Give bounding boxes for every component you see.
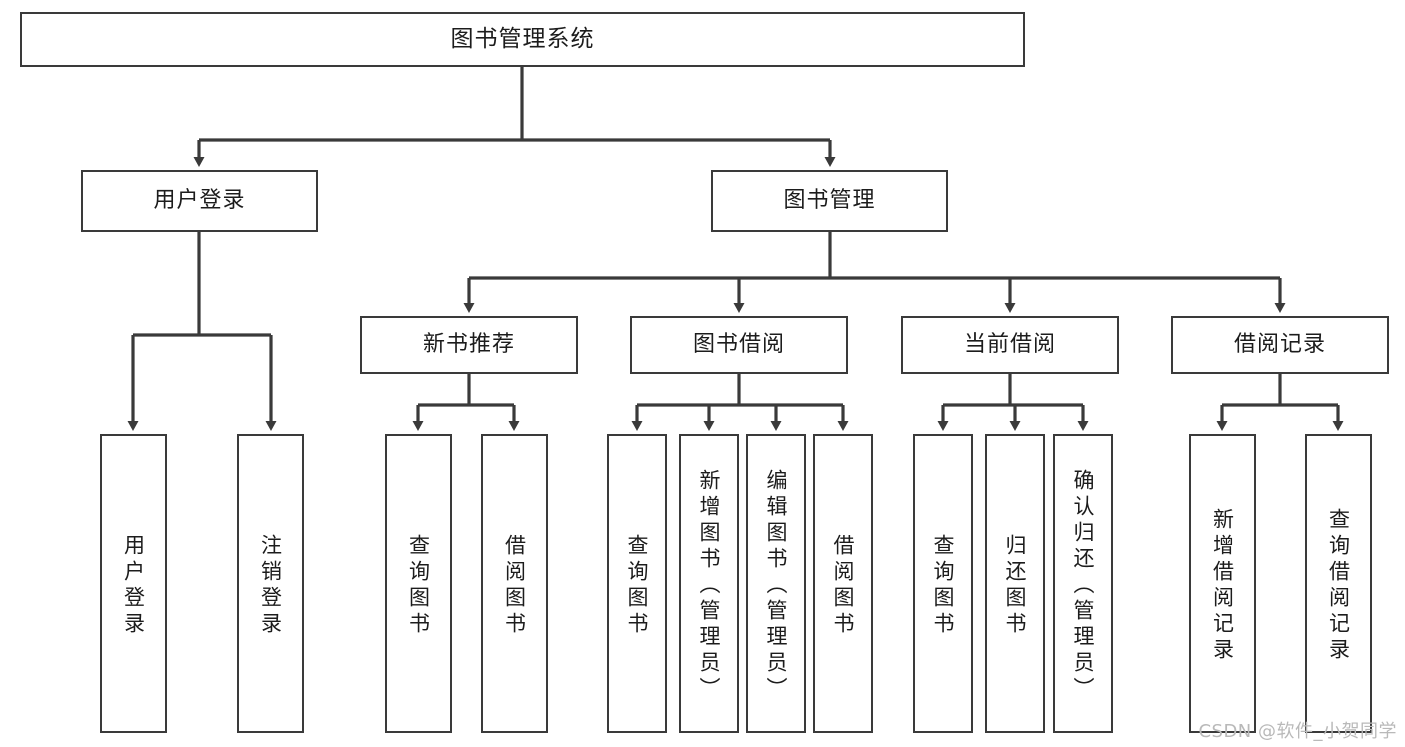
node-leaf-user-login[interactable]: 用户登录 — [100, 434, 167, 733]
node-leaf-query-book-1[interactable]: 查询图书 — [385, 434, 452, 733]
node-leaf-query-book-3[interactable]: 查询图书 — [913, 434, 973, 733]
node-borrow-record[interactable]: 借阅记录 — [1171, 316, 1389, 374]
node-borrow-record-label: 借阅记录 — [1233, 331, 1326, 357]
node-leaf-borrow-book-1-label: 借阅图书 — [502, 533, 527, 638]
node-book-manage[interactable]: 图书管理 — [711, 170, 948, 232]
node-book-manage-label: 图书管理 — [783, 187, 876, 213]
node-leaf-query-record-label: 查询借阅记录 — [1326, 507, 1351, 664]
node-leaf-borrow-book-2[interactable]: 借阅图书 — [813, 434, 873, 733]
node-leaf-add-book[interactable]: 新增图书（管理员） — [679, 434, 739, 733]
node-book-borrow[interactable]: 图书借阅 — [630, 316, 848, 374]
node-user-login-label: 用户登录 — [153, 187, 246, 213]
node-leaf-add-record-label: 新增借阅记录 — [1210, 507, 1235, 664]
watermark-text: CSDN @软件_小贺同学 — [1198, 721, 1397, 742]
node-leaf-borrow-book-1[interactable]: 借阅图书 — [481, 434, 548, 733]
node-new-book-rec[interactable]: 新书推荐 — [360, 316, 578, 374]
node-leaf-add-book-label: 新增图书（管理员） — [697, 468, 721, 703]
node-leaf-borrow-book-2-label: 借阅图书 — [831, 533, 855, 638]
node-leaf-add-record[interactable]: 新增借阅记录 — [1189, 434, 1256, 733]
node-leaf-query-book-2-label: 查询图书 — [625, 533, 649, 638]
node-book-borrow-label: 图书借阅 — [692, 331, 785, 357]
node-current-borrow-label: 当前借阅 — [963, 331, 1056, 357]
node-leaf-confirm-return[interactable]: 确认归还（管理员） — [1053, 434, 1113, 733]
node-leaf-user-login-label: 用户登录 — [121, 533, 146, 638]
node-leaf-query-book-2[interactable]: 查询图书 — [607, 434, 667, 733]
node-leaf-return-book[interactable]: 归还图书 — [985, 434, 1045, 733]
node-leaf-return-book-label: 归还图书 — [1003, 533, 1027, 638]
node-leaf-user-logout-label: 注销登录 — [258, 533, 283, 638]
node-leaf-query-book-3-label: 查询图书 — [931, 533, 955, 638]
node-root-label: 图书管理系统 — [450, 25, 595, 52]
node-root[interactable]: 图书管理系统 — [20, 12, 1025, 67]
node-leaf-user-logout[interactable]: 注销登录 — [237, 434, 304, 733]
node-leaf-edit-book[interactable]: 编辑图书（管理员） — [746, 434, 806, 733]
node-user-login[interactable]: 用户登录 — [81, 170, 318, 232]
node-current-borrow[interactable]: 当前借阅 — [901, 316, 1119, 374]
node-leaf-query-record[interactable]: 查询借阅记录 — [1305, 434, 1372, 733]
node-leaf-confirm-return-label: 确认归还（管理员） — [1071, 468, 1095, 703]
node-leaf-query-book-1-label: 查询图书 — [406, 533, 431, 638]
node-new-book-rec-label: 新书推荐 — [422, 331, 515, 357]
node-leaf-edit-book-label: 编辑图书（管理员） — [764, 468, 788, 703]
